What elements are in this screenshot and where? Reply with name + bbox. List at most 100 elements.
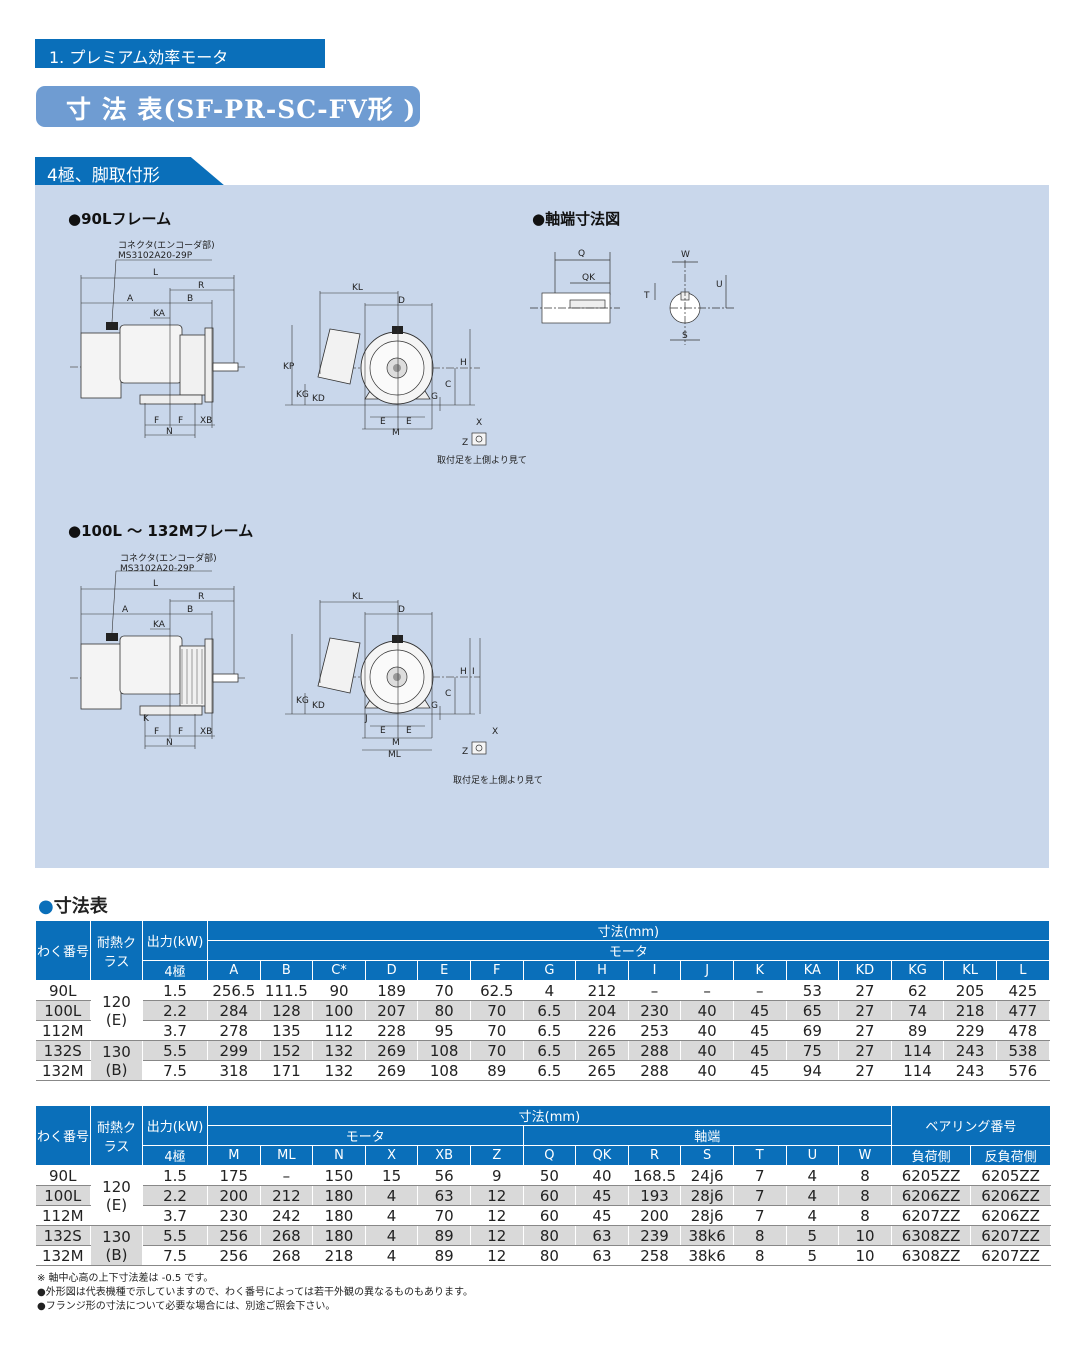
value-cell: 132 xyxy=(312,1060,366,1081)
value-cell: 180 xyxy=(312,1225,366,1246)
value-cell: 7 xyxy=(733,1185,787,1206)
frame-100l-132m-heading: ●100L ～ 132Mフレーム xyxy=(68,522,254,540)
connector-model: MS3102A20-29P xyxy=(118,251,193,261)
value-cell: 50 xyxy=(523,1165,577,1186)
header-frame: わく番号 xyxy=(35,920,91,981)
column-header: S xyxy=(680,1145,734,1166)
frame-cell: 132S xyxy=(35,1225,91,1246)
value-cell: 4 xyxy=(365,1185,419,1206)
dim-T: T xyxy=(643,291,650,301)
column-header: A xyxy=(207,960,261,981)
value-cell: 89 xyxy=(891,1020,945,1041)
column-header: I xyxy=(627,960,682,981)
header-class: 耐熱クラス xyxy=(90,1105,143,1166)
column-header: ML xyxy=(259,1145,314,1166)
value-cell: 6.5 xyxy=(523,1020,577,1041)
value-cell: 8 xyxy=(838,1185,892,1206)
value-cell: 256 xyxy=(207,1225,261,1246)
shaft-end-heading: ●軸端寸法図 xyxy=(532,210,621,228)
value-cell: 6206ZZ xyxy=(970,1185,1051,1206)
column-header: N xyxy=(312,1145,366,1166)
dim-M: M xyxy=(392,428,400,438)
value-cell: 171 xyxy=(260,1060,314,1081)
column-header: T xyxy=(732,1145,787,1166)
value-cell: 40 xyxy=(575,1165,629,1186)
column-header: C* xyxy=(312,960,366,981)
value-cell: 95 xyxy=(417,1020,471,1041)
value-cell: 45 xyxy=(733,1000,787,1021)
class-cell: 120 (E) xyxy=(90,1165,143,1226)
value-cell: 7 xyxy=(733,1205,787,1226)
value-cell: 538 xyxy=(996,1040,1050,1061)
value-cell: 265 xyxy=(575,1060,629,1081)
value-cell: 89 xyxy=(417,1225,471,1246)
frame-cell: 90L xyxy=(35,1165,91,1186)
column-header: K xyxy=(732,960,787,981)
dim-KG: KG xyxy=(296,696,309,706)
header-class: 耐熱クラス xyxy=(90,920,143,981)
value-cell: 28j6 xyxy=(680,1205,734,1226)
output-cell: 3.7 xyxy=(142,1205,208,1226)
column-header: XB xyxy=(417,1145,471,1166)
footnote: ●フランジ形の寸法について必要な場合には、別途ご照会下さい。 xyxy=(37,1301,336,1312)
value-cell: 4 xyxy=(365,1225,419,1246)
value-cell: – xyxy=(733,980,787,1001)
value-cell: 10 xyxy=(838,1225,892,1246)
value-cell: 90 xyxy=(312,980,366,1001)
column-header: B xyxy=(259,960,314,981)
value-cell: 4 xyxy=(786,1205,840,1226)
value-cell: 80 xyxy=(417,1000,471,1021)
column-header: KA xyxy=(785,960,840,981)
dim-KL: KL xyxy=(352,283,363,293)
dim-QK: QK xyxy=(582,273,596,283)
mounting-type-tab: 4極、脚取付形 xyxy=(35,157,225,186)
dim-E: E xyxy=(406,417,412,427)
value-cell: 268 xyxy=(260,1245,314,1266)
dim-G: G xyxy=(431,392,438,402)
value-cell: 27 xyxy=(838,1040,892,1061)
value-cell: 40 xyxy=(680,1060,734,1081)
header-dimensions: 寸法(mm) xyxy=(207,1105,892,1126)
column-header: G xyxy=(522,960,577,981)
value-cell: 256 xyxy=(207,1245,261,1266)
dim-K: K xyxy=(143,714,150,724)
dim-N: N xyxy=(166,427,173,437)
dim-Z: Z xyxy=(462,747,468,757)
value-cell: 7 xyxy=(733,1165,787,1186)
dim-F: F xyxy=(178,727,183,737)
value-cell: 28j6 xyxy=(680,1185,734,1206)
frame-cell: 112M xyxy=(35,1205,91,1226)
value-cell: 38k6 xyxy=(680,1245,734,1266)
value-cell: 150 xyxy=(312,1165,366,1186)
value-cell: 128 xyxy=(260,1000,314,1021)
mount-caption: 取付足を上側より見て xyxy=(437,454,527,466)
class-cell: 130 (B) xyxy=(90,1040,143,1081)
column-header: Z xyxy=(469,1145,524,1166)
value-cell: 63 xyxy=(575,1245,629,1266)
column-header: U xyxy=(785,1145,840,1166)
value-cell: 269 xyxy=(365,1060,419,1081)
dim-KA: KA xyxy=(153,620,166,630)
value-cell: 425 xyxy=(996,980,1050,1001)
value-cell: 24j6 xyxy=(680,1165,734,1186)
dim-N: N xyxy=(166,738,173,748)
value-cell: 45 xyxy=(733,1040,787,1061)
value-cell: 242 xyxy=(260,1205,314,1226)
dim-R: R xyxy=(198,281,204,291)
dim-B: B xyxy=(187,294,193,304)
value-cell: 135 xyxy=(260,1020,314,1041)
value-cell: 12 xyxy=(470,1245,524,1266)
column-header: H xyxy=(575,960,629,981)
value-cell: 204 xyxy=(575,1000,629,1021)
value-cell: 478 xyxy=(996,1020,1050,1041)
column-header: 負荷側 xyxy=(890,1145,972,1166)
value-cell: 4 xyxy=(523,980,577,1001)
value-cell: 253 xyxy=(628,1020,682,1041)
dim-B: B xyxy=(187,605,193,615)
value-cell: 152 xyxy=(260,1040,314,1061)
value-cell: 212 xyxy=(575,980,629,1001)
value-cell: 108 xyxy=(417,1060,471,1081)
output-cell: 2.2 xyxy=(142,1185,208,1206)
